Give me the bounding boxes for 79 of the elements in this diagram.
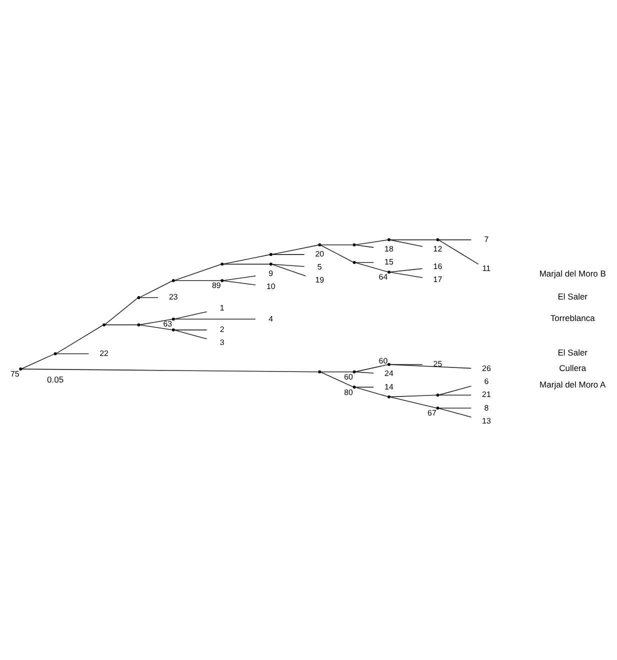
- node-point: [269, 252, 272, 256]
- connector: [272, 263, 305, 266]
- connector: [390, 364, 472, 368]
- label: Marjal del Moro B: [539, 268, 606, 278]
- connector: [22, 368, 319, 372]
- node-point: [352, 242, 356, 246]
- connector: [438, 385, 472, 395]
- connector: [140, 296, 158, 298]
- connector: [174, 329, 208, 330]
- node-point: [436, 406, 440, 410]
- connector: [390, 238, 437, 240]
- connector: [56, 352, 90, 354]
- node-point: [352, 385, 356, 388]
- node-point: [102, 322, 106, 326]
- node-point: [352, 370, 356, 373]
- node-point: [387, 394, 390, 398]
- connector: [222, 275, 256, 280]
- connector: [174, 318, 256, 320]
- connector: [272, 264, 306, 276]
- connector: [390, 268, 423, 272]
- connector: [105, 324, 138, 325]
- connector: [174, 280, 222, 281]
- connector: [438, 407, 472, 418]
- connector: [390, 396, 437, 408]
- connector: [355, 386, 388, 397]
- connector: [272, 244, 319, 254]
- connector: [222, 263, 270, 264]
- node-point: [387, 362, 390, 366]
- node-point: [318, 370, 322, 373]
- connector: [320, 371, 354, 387]
- label: 0.05: [47, 374, 64, 384]
- node-point: [220, 262, 224, 266]
- connector: [174, 310, 208, 319]
- label: Torreblanca: [550, 312, 595, 323]
- node-point: [269, 262, 272, 266]
- node-point: [172, 317, 175, 320]
- connector: [355, 239, 388, 245]
- connector: [390, 239, 423, 246]
- connector: [56, 324, 104, 354]
- connector: [320, 244, 354, 245]
- label: Cullera: [559, 362, 586, 373]
- connector: [438, 407, 472, 408]
- label: Marjal del Moro A: [540, 378, 606, 389]
- connector: [320, 370, 354, 372]
- node-point: [220, 278, 224, 282]
- connector: [140, 318, 173, 325]
- connector: [140, 324, 173, 330]
- connector: [355, 262, 388, 272]
- node-point: [137, 296, 140, 299]
- node-point: [172, 328, 175, 331]
- connector: [355, 386, 374, 388]
- connector: [355, 364, 388, 372]
- connector: [438, 238, 472, 240]
- connector: [22, 353, 54, 369]
- node-point: [172, 278, 175, 282]
- connector: [104, 297, 138, 324]
- connector: [320, 244, 354, 262]
- node-point: [19, 367, 22, 370]
- node-point: [54, 352, 57, 355]
- label: El Saler: [558, 291, 588, 302]
- connector: [174, 264, 222, 280]
- node-point: [137, 322, 140, 326]
- connector: [174, 329, 208, 339]
- node-point: [436, 238, 440, 241]
- connector: [355, 371, 374, 374]
- node-point: [436, 393, 440, 396]
- node-point: [352, 260, 356, 264]
- label: El Saler: [558, 347, 588, 358]
- connector: [438, 239, 479, 264]
- node-point: [318, 242, 322, 246]
- node-point: [387, 270, 390, 274]
- connector: [390, 271, 423, 278]
- connector: [438, 394, 472, 396]
- connector: [222, 254, 270, 264]
- connector: [390, 394, 437, 397]
- connector: [355, 244, 374, 248]
- connector: [140, 280, 173, 298]
- node-point: [387, 238, 390, 241]
- connector: [222, 280, 256, 285]
